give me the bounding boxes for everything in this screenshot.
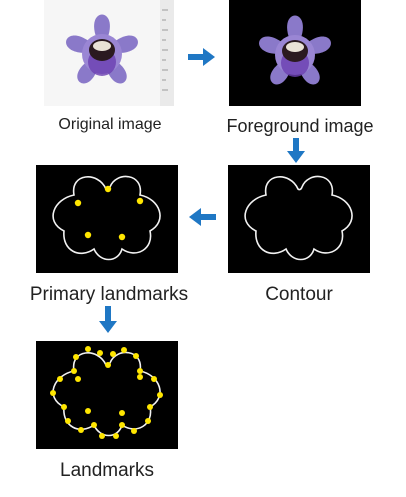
primary-landmarks-image — [36, 165, 178, 273]
landmark-point — [104, 185, 112, 193]
landmark-point — [110, 351, 116, 357]
landmark-point — [151, 376, 157, 382]
arrow-icon — [286, 138, 306, 164]
arrow-icon — [188, 47, 216, 67]
original-image-panel — [44, 0, 174, 106]
contour-panel — [228, 165, 370, 273]
landmark-point — [137, 374, 143, 380]
landmark-point — [137, 368, 143, 374]
landmark-point — [84, 231, 92, 239]
landmark-point — [85, 408, 91, 414]
landmark-point — [119, 410, 125, 416]
foreground-image-label: Foreground image — [226, 116, 374, 136]
contour-image — [228, 165, 370, 273]
landmark-point — [74, 199, 82, 207]
landmark-point — [75, 376, 81, 382]
arrow-icon — [188, 207, 216, 227]
landmarks-label: Landmarks — [60, 460, 154, 481]
landmark-point — [157, 392, 163, 398]
landmark-point — [147, 404, 153, 410]
landmark-point — [105, 362, 111, 368]
landmark-point — [61, 404, 67, 410]
landmark-point — [113, 433, 119, 439]
landmark-point — [133, 353, 139, 359]
landmark-point — [65, 418, 71, 424]
primary-landmarks-label: Primary landmarks — [29, 284, 189, 305]
landmark-point — [119, 422, 125, 428]
primary-landmarks-panel — [36, 165, 178, 273]
landmark-point — [131, 428, 137, 434]
arrow-icon — [98, 306, 118, 334]
contour-line — [52, 175, 161, 261]
landmark-point — [73, 354, 79, 360]
flower-image — [44, 0, 174, 106]
foreground-image-panel — [229, 0, 361, 106]
landmark-point — [145, 418, 151, 424]
landmark-point — [85, 346, 91, 352]
contour-label: Contour — [265, 284, 333, 305]
landmark-point — [91, 422, 97, 428]
landmark-point — [78, 427, 84, 433]
landmarks-image — [36, 341, 178, 449]
landmark-point — [118, 233, 126, 241]
landmark-point — [136, 197, 144, 205]
foreground-flower-image — [229, 0, 361, 106]
landmark-point — [57, 376, 63, 382]
landmark-point — [97, 350, 103, 356]
contour-line — [244, 175, 353, 261]
landmark-point — [121, 347, 127, 353]
original-image-label: Original image — [58, 116, 162, 133]
landmark-point — [99, 433, 105, 439]
landmarks-panel — [36, 341, 178, 449]
landmark-point — [50, 390, 56, 396]
landmark-point — [71, 368, 77, 374]
